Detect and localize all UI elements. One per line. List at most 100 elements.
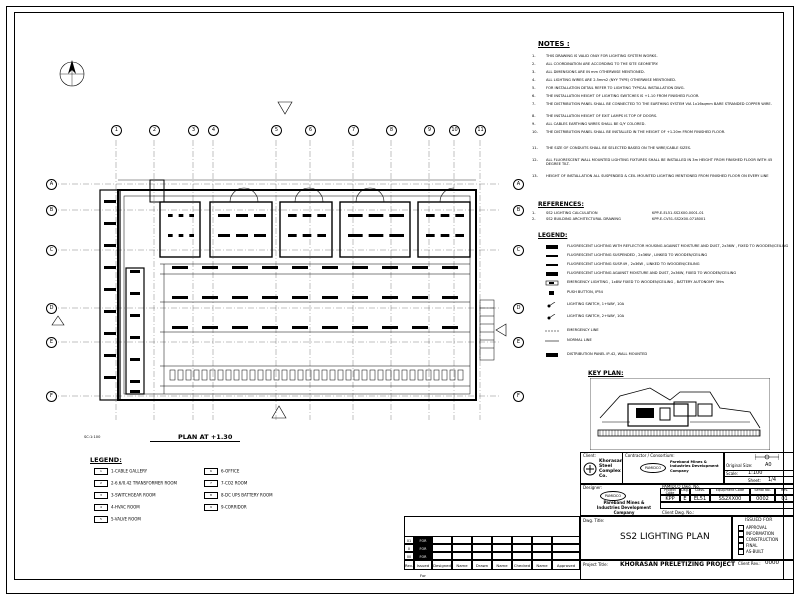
grid-row-bubble: A <box>46 179 57 190</box>
note-number: 13- <box>532 174 538 178</box>
revision-cell: 00 <box>404 552 414 560</box>
code-value-cell: KPP <box>660 495 680 502</box>
plan-title: PLAN AT +1.30 <box>178 433 233 441</box>
checkbox-icon[interactable] <box>738 537 744 543</box>
legend-symbol-icon <box>545 330 559 332</box>
note-text: THE SIZE OF CONDUITS SHALL BE SELECTED B… <box>546 146 692 150</box>
grid-col-bubble: 11 <box>475 125 486 136</box>
revision-header-cell: Approved <box>552 560 580 570</box>
revision-header-cell: Name <box>532 560 552 570</box>
sheet-label: Sheet: <box>748 478 761 483</box>
revision-cell <box>512 552 532 560</box>
dwg-title-label: Dwg. Title: <box>583 518 605 523</box>
issued-for-option[interactable]: APPROVAL <box>738 525 767 531</box>
revision-header-cell: Name <box>452 560 472 570</box>
room-legend-text: 4-HVAC ROOM <box>111 504 140 510</box>
issued-for-option[interactable]: CONSTRUCTION <box>738 537 778 543</box>
legend-text: FLUORESCENT LIGHTING SUSPENDED , 2x36W ,… <box>567 253 708 257</box>
grid-col-bubble: 8 <box>386 125 397 136</box>
note-text: THE DISTRIBUTION PANEL SHALL BE CONNECTE… <box>546 102 772 106</box>
code-value-cell: E <box>680 495 690 502</box>
revision-cell <box>452 544 472 552</box>
note-item: 8-THE INSTALLATION HEIGHT OF EXIT LAMPS … <box>532 114 787 126</box>
reference-code: KPP-E-CV51-SS2X00-0718001 <box>652 217 706 221</box>
code-value-cell: EL51 <box>690 495 710 502</box>
revision-cell: FOR CONSTRUCTION <box>414 544 442 559</box>
note-text: THE INSTALLATION HEIGHT OF EXIT LAMPS IS… <box>546 114 658 118</box>
room-code-box: 8 <box>204 492 218 499</box>
legend-symbol-icon <box>546 245 558 249</box>
grid-row-bubble: B <box>46 205 57 216</box>
scale-value: 1:100 <box>748 470 763 476</box>
revision-cell <box>552 536 580 544</box>
revision-cell: 0 <box>404 544 414 552</box>
legend-symbol-icon <box>547 302 556 308</box>
sheet-value: 1/4 <box>768 477 777 483</box>
issued-for-option-label: CONSTRUCTION <box>746 537 779 542</box>
revision-cell: FOR APPROVAL <box>414 552 433 567</box>
revision-cell <box>472 536 492 544</box>
grid-col-bubble: 4 <box>208 125 219 136</box>
note-number: 12- <box>532 158 538 162</box>
revision-header-cell: Designed <box>432 560 452 570</box>
revision-header-cell: Rev. <box>404 560 414 570</box>
issued-for-option[interactable]: FINAL <box>738 543 757 549</box>
legend-symbol-icon <box>545 280 559 286</box>
legend-text: FLUORESCENT LIGHTING WITH REFLECTOR HOUS… <box>567 244 789 248</box>
revision-cell <box>532 544 552 552</box>
grid-row-bubble: D <box>46 303 57 314</box>
legend-item: EMERGENCY LINE <box>545 328 790 336</box>
note-text: ALL COORDINATION ARE ACCORDING TO THE SI… <box>546 62 659 66</box>
legend-item: FLUORESCENT LIGHTING AGAINST MOISTURE AN… <box>545 271 790 279</box>
grid-row-bubble-right: B <box>513 205 524 216</box>
grid-col-bubble: 9 <box>424 125 435 136</box>
revision-header-cell: Name <box>492 560 512 570</box>
scale-bar-icon <box>755 454 779 460</box>
checkbox-icon[interactable] <box>738 525 744 531</box>
revision-cell <box>552 552 580 560</box>
issued-for-option[interactable]: AS-BUILT <box>738 549 764 555</box>
room-legend-text: 6-OFFICE <box>221 468 240 474</box>
plan-scale: SC:1:100 <box>84 435 101 439</box>
notes-list: 1-THIS DRAWING IS VALID ONLY FOR LIGHTIN… <box>532 54 787 199</box>
client-logo-icon <box>583 462 597 476</box>
note-text: HEIGHT OF INSTALLATION ALL SUSPENDED & C… <box>546 174 769 178</box>
note-number: 5- <box>532 86 536 90</box>
room-code-box: 1 <box>94 468 108 475</box>
note-text: ALL DIMENSIONS ARE IN mm OTHERWISE MENTI… <box>546 70 645 74</box>
note-number: 1- <box>532 54 536 58</box>
legend-text: EMERGENCY LINE <box>567 328 599 332</box>
contractor-logo: PAMIDCO <box>640 463 666 473</box>
issued-for-option-label: INFORMATION <box>746 531 775 536</box>
issued-for-option[interactable]: INFORMATION <box>738 531 774 537</box>
revision-cell <box>432 544 452 552</box>
contractor-name: Pareband Mines & Industries Development … <box>670 460 719 473</box>
checkbox-icon[interactable] <box>738 531 744 537</box>
room-legend-text: 8-DC UPS BATTERY ROOM <box>221 492 273 498</box>
room-legend-text: 2-6.6/0.42 TRANSFORMER ROOM <box>111 480 177 486</box>
note-number: 11- <box>532 146 538 150</box>
legend-text: LIGHTING SWITCH, 1+WAY, 10A <box>567 302 625 306</box>
drawing-title: SS2 LIGHTING PLAN <box>620 532 710 542</box>
note-number: 2- <box>532 62 536 66</box>
legend-symbol-icon <box>545 340 559 342</box>
note-text: ALL FLUORESCENT WALL MOUNTED LIGHTING FI… <box>546 158 773 167</box>
reference-number: 2- <box>532 217 536 221</box>
grid-row-bubble: C <box>46 245 57 256</box>
checkbox-icon[interactable] <box>738 543 744 549</box>
grid-col-bubble: 2 <box>149 125 160 136</box>
note-number: 4- <box>532 78 536 82</box>
project-title-label: Project Title: <box>583 562 608 567</box>
code-value-cell: SS2XX00 <box>710 495 750 502</box>
client-rev-label: Client Rev.: <box>738 561 761 566</box>
checkbox-icon[interactable] <box>738 549 744 555</box>
drawing-sheet <box>6 6 794 594</box>
note-number: 6- <box>532 94 536 98</box>
room-code-box: 2 <box>94 480 108 487</box>
original-size: A0 <box>765 462 772 468</box>
